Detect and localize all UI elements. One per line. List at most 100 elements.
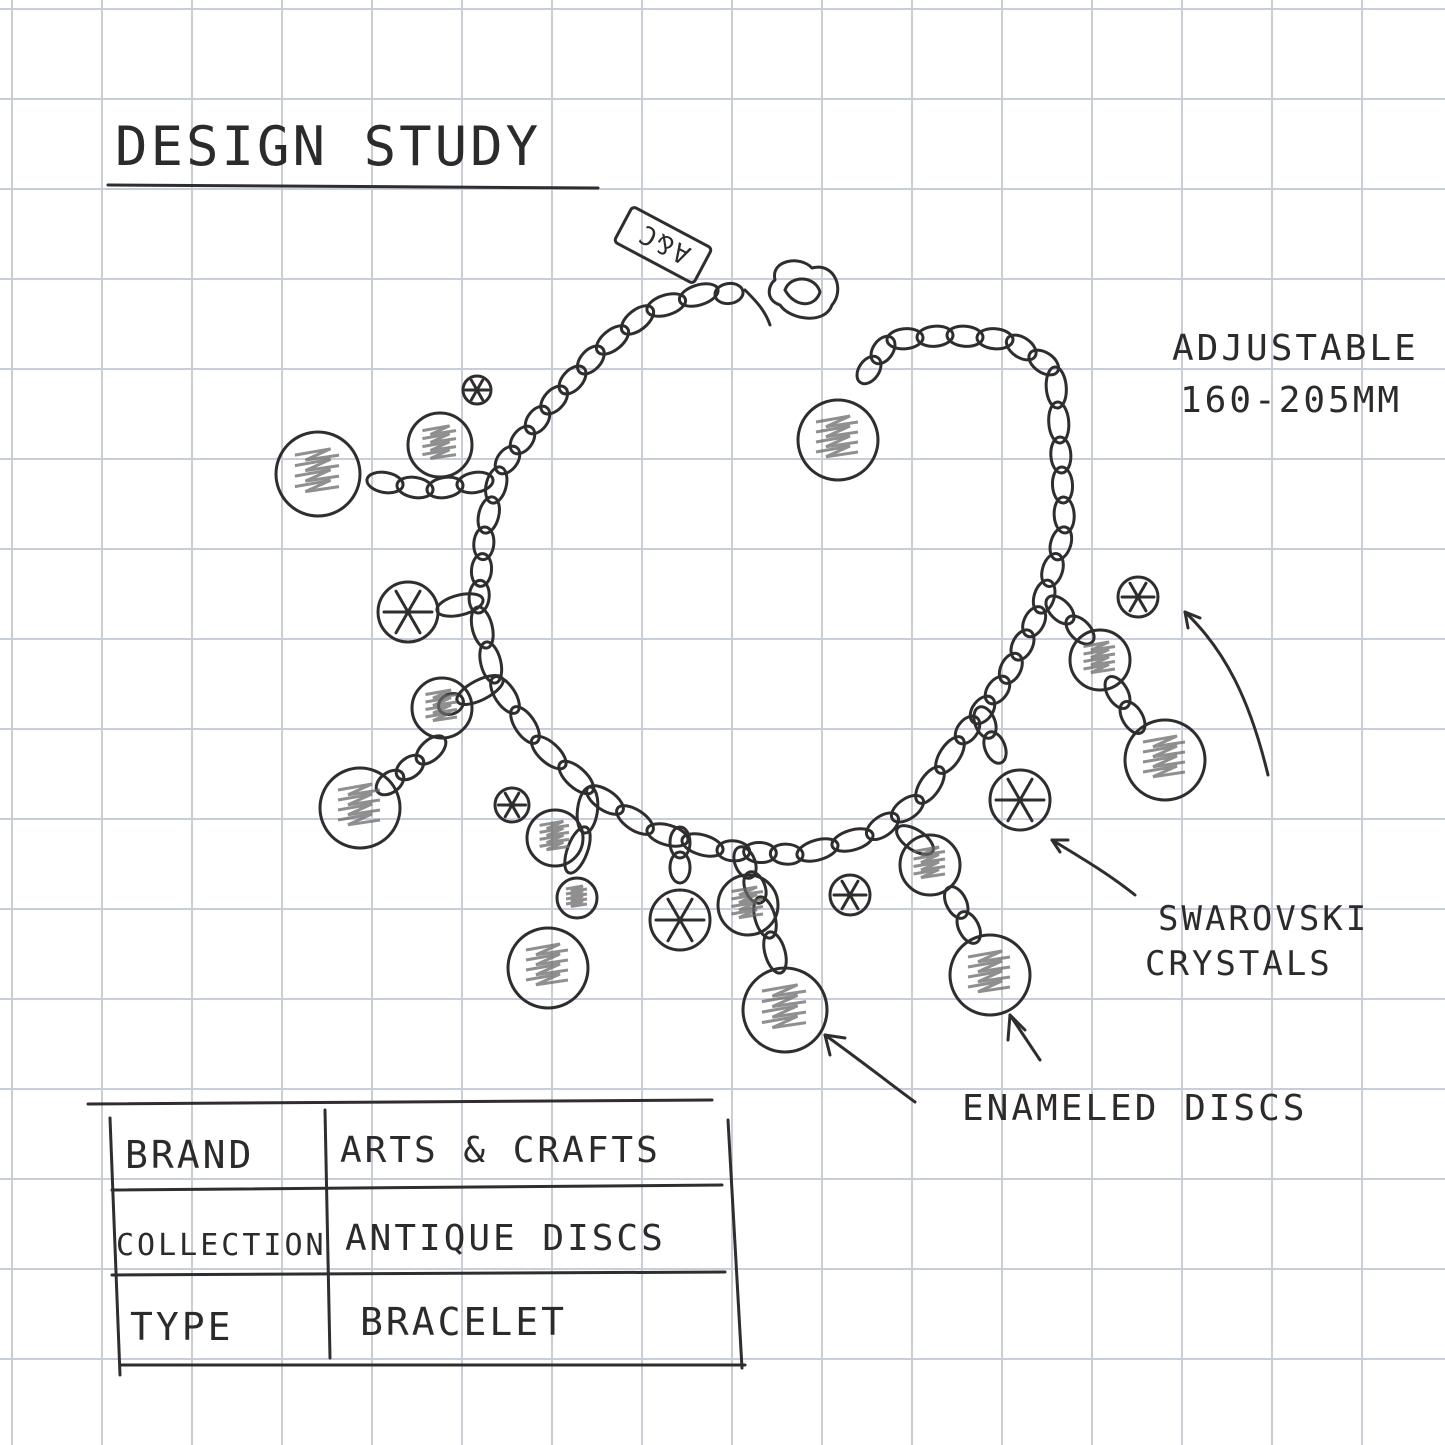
swarovski-crystal-charm [493,786,531,824]
chain [365,281,1147,975]
enameled-disc-charm [318,766,402,850]
table-value-brand: ARTS & CRAFTS [340,1130,661,1171]
chain-link [365,470,405,495]
chain-link [557,364,588,396]
adjustable-label: ADJUSTABLE [1172,328,1419,369]
swarovski-crystal-charm [461,374,493,406]
enameled-disc-charm [716,873,780,937]
chain-link [1031,578,1057,615]
arrow-crystal-bottom [1050,838,1137,897]
chain-link [795,837,840,863]
chain-link [982,730,1008,765]
chain-link [645,292,688,318]
chain-link [1044,594,1076,626]
title: DESIGN STUDY [115,115,541,178]
enameled-disc-charm [406,411,474,479]
chain-link [1027,348,1061,377]
enameled-disc-charm [898,833,962,897]
arrow-disc-right [1008,1013,1042,1062]
enameled-disc-charm [1068,628,1132,692]
chain-link [472,525,496,562]
chain-link [1050,465,1075,505]
enameled-disc-charm [525,808,585,868]
chain-link [469,552,494,588]
brand-tag: A&C [613,206,713,284]
chain-link [895,824,935,856]
chain-link [489,675,521,715]
enameled-disc-charm [274,430,362,518]
chain-link [914,765,946,805]
chain-link [945,324,985,348]
chain-link [915,324,955,348]
chain-link [762,930,788,975]
table-label-brand: BRAND [125,1133,254,1177]
chain-link [493,444,522,476]
chain-link [1048,525,1074,562]
chain-link [645,822,690,848]
chain-link [768,842,805,866]
chain-link [523,404,552,436]
chain-link [557,759,596,796]
charms [274,374,1207,1054]
enameled-disc-charm [410,676,474,740]
enameled-disc-charm [948,933,1032,1017]
chain-link [484,465,509,505]
enameled-disc-charm [796,398,880,482]
chain-link [394,753,426,782]
chain-link [455,470,495,495]
chain-link [975,327,1015,351]
swarovski-crystal-charm [828,873,872,917]
chain-link [997,651,1024,685]
swarovski-crystal-charm [376,580,440,644]
crystals-label-line1: SWAROVSKI [1158,899,1369,939]
table-label-collection: COLLECTION [116,1228,327,1263]
crystals-label-line2: CRYSTALS [1145,944,1333,984]
chain-link [1118,700,1147,735]
chain-link [1021,605,1048,639]
annotation-arrows [823,610,1270,1104]
chain-link [889,793,926,824]
chain-link [953,714,982,746]
chain-link [934,735,966,775]
arrow-crystal-right [1183,610,1270,777]
swarovski-crystal-charm [988,768,1052,832]
title-underline [106,183,600,190]
table-label-type: TYPE [130,1305,234,1349]
chain-link [455,674,505,706]
chain-link [435,592,485,618]
chain-link [1040,552,1065,588]
chain-link [752,895,778,940]
chain-link [529,734,568,771]
enameled-disc-charm [1123,718,1207,802]
chain-link [1044,365,1068,410]
chain-link [1064,614,1096,646]
chain-link [476,495,501,535]
table-value-type: BRACELET [360,1300,567,1344]
chain-link [869,334,897,366]
arrow-disc-center [823,1033,917,1104]
chain-link [508,424,537,456]
chain-link [509,705,541,745]
chain-link [575,344,606,376]
chain-link [594,324,631,356]
chain-link [1052,495,1076,535]
chain-link [1004,333,1038,362]
chain-link [467,578,491,615]
chain-link [732,845,758,880]
chain-link [955,910,982,945]
chain-link [972,705,998,740]
chain-link [983,674,1012,706]
chain-link [575,785,600,835]
chain-link [742,840,778,865]
bracelet-sketch: A&C [274,206,1207,1054]
chain-link [395,475,435,500]
chain-link [1103,675,1132,710]
lobster-clasp [743,259,840,327]
chain-link [1047,400,1071,445]
table-value-collection: ANTIQUE DISCS [345,1218,666,1259]
chain-link [615,804,655,836]
chain-link [668,825,692,860]
enameled-disc-charm [741,966,829,1054]
